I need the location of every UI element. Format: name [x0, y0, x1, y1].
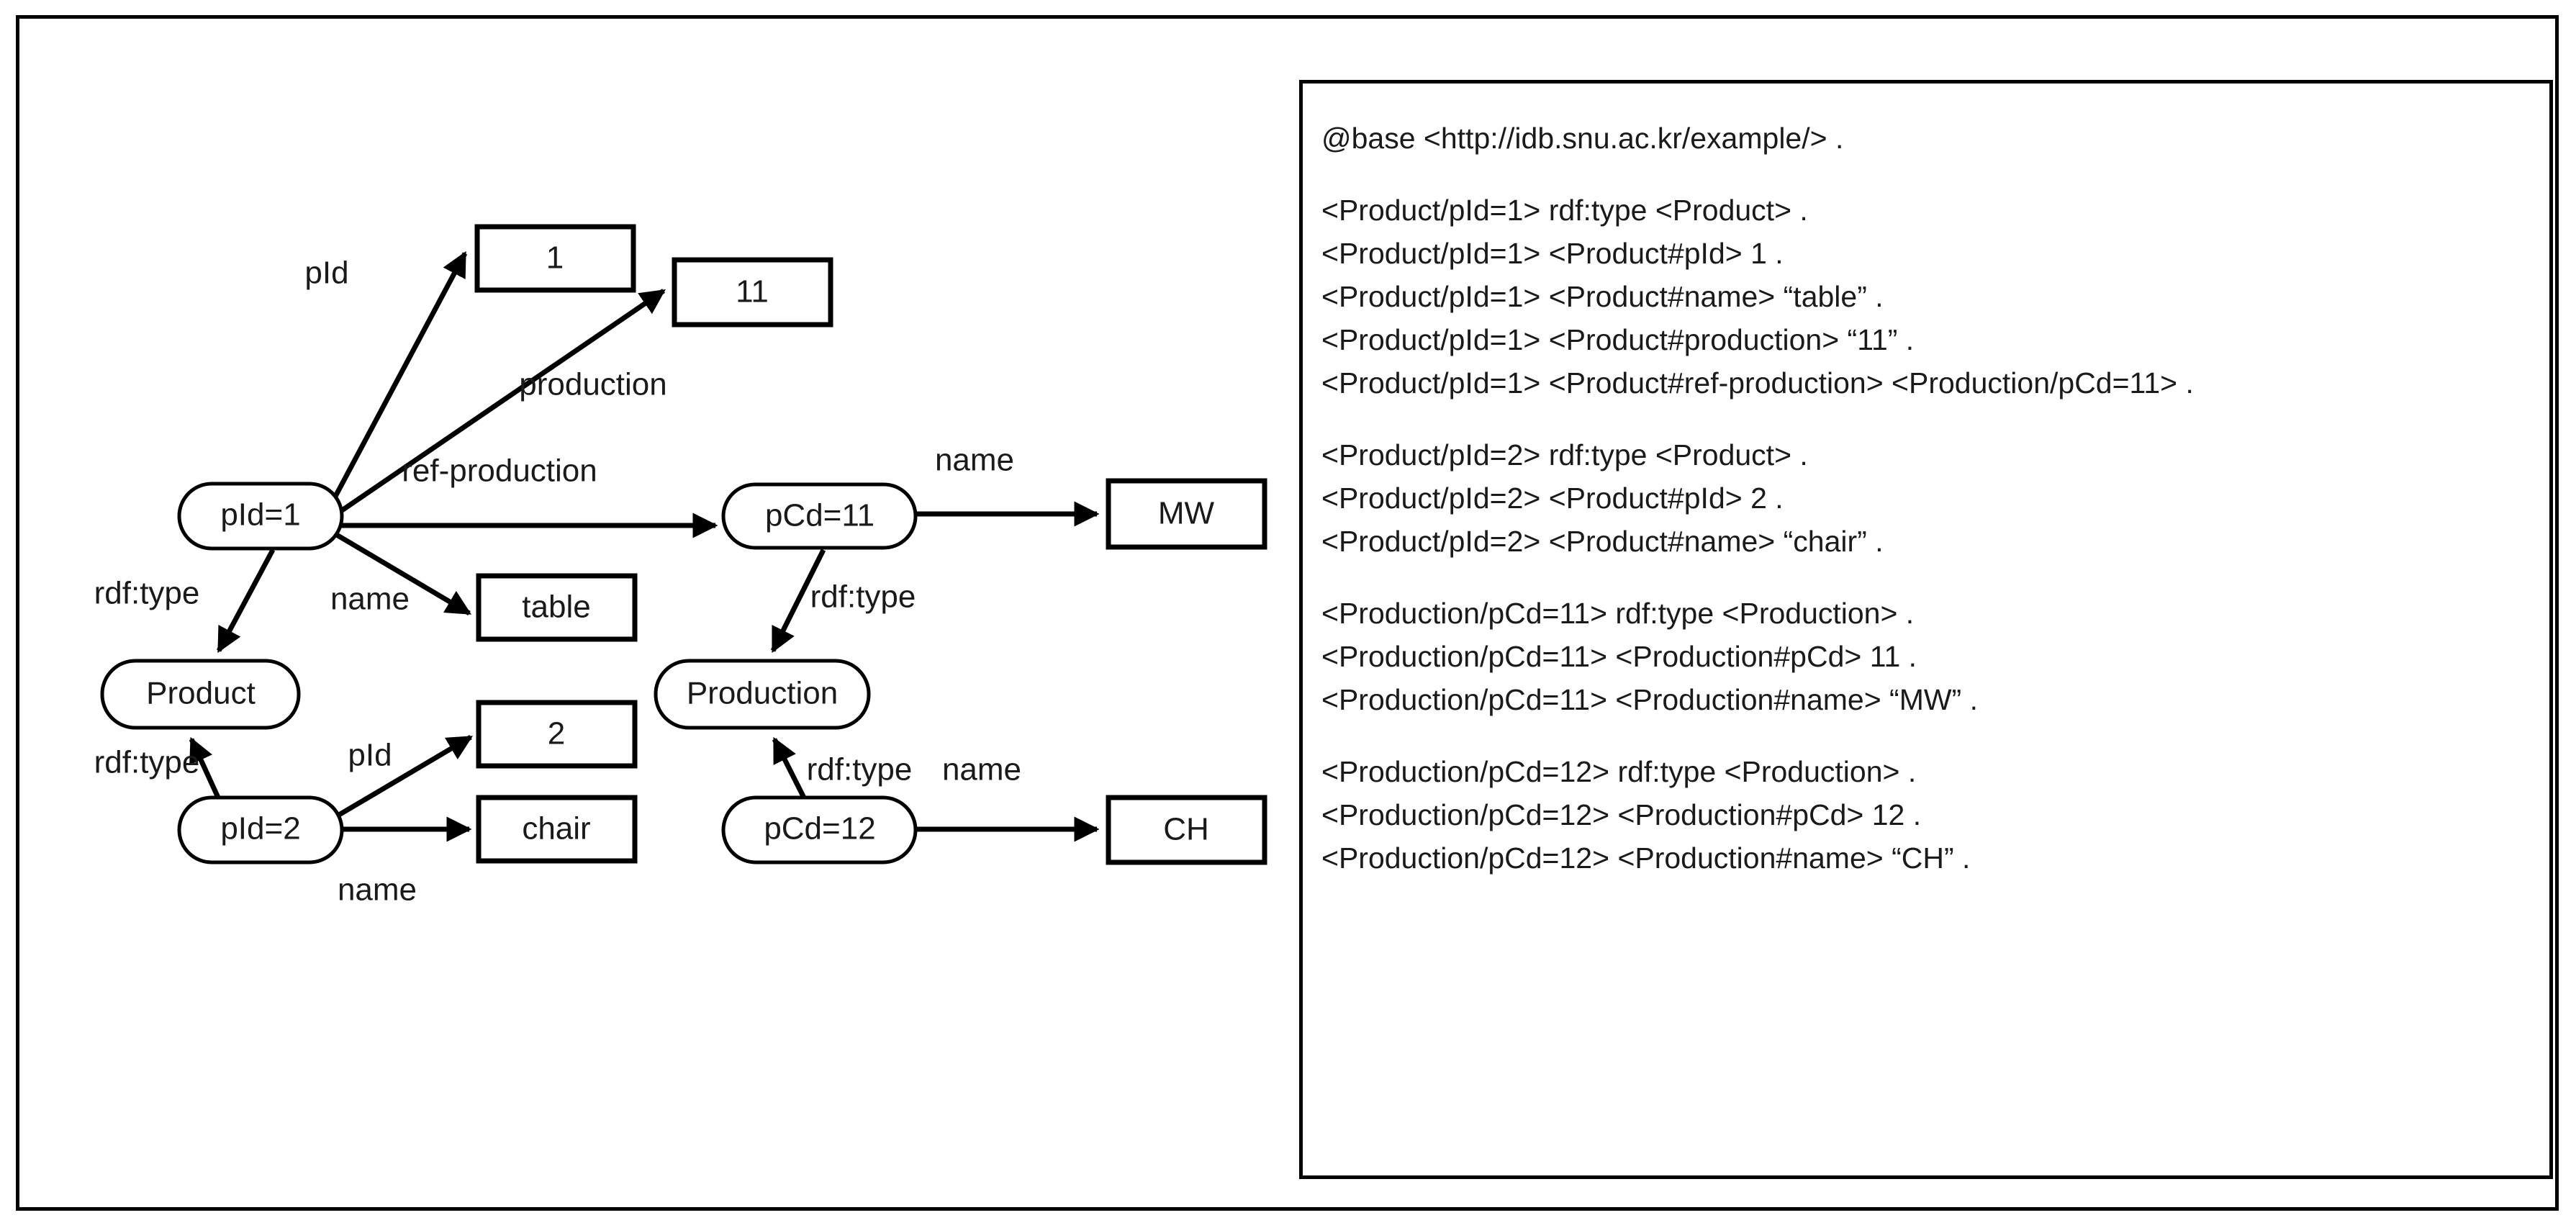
edge-label-pid-2: pId [348, 738, 392, 773]
node-label-literal-11: 11 [736, 274, 769, 310]
edge-label-pid: pId [304, 256, 348, 291]
node-label-literal-2: 2 [548, 716, 565, 751]
node-literal-table: table [476, 573, 638, 642]
triple-line-spacer [1321, 167, 2549, 196]
edge-label-rdftype-pcd11: rdf:type [810, 579, 916, 615]
edge-label-name-chair: name [338, 872, 417, 908]
node-literal-mw: MW [1106, 478, 1267, 550]
triple-line-spacer [1321, 412, 2549, 441]
edge-pid1-to-literal-table [334, 531, 472, 616]
rdf-graph-svg: pId production ref-production name rdf:t… [94, 224, 1267, 908]
edge-pid1-to-literal-11 [329, 289, 666, 520]
node-pcd11: pCd=11 [721, 482, 918, 550]
triple-line: <Production/pCd=12> <Production#name> “C… [1321, 841, 1971, 875]
triple-line: <Product/pId=2> <Product#pId> 2 . [1321, 482, 1784, 515]
turtle-triples-list: @base <http://idb.snu.ac.kr/example/> . <… [1321, 124, 2549, 887]
node-literal-11: 11 [672, 257, 833, 328]
node-label-pid1: pId=1 [220, 497, 300, 533]
triple-line: <Product/pId=1> <Product#pId> 1 . [1321, 237, 1784, 270]
node-label-literal-table: table [522, 590, 590, 625]
node-label-literal-ch: CH [1163, 812, 1209, 847]
edge-label-rdftype-pid1: rdf:type [94, 576, 200, 611]
edge-label-name-mw: name [935, 443, 1014, 478]
edge-label-ref-production: ref-production [402, 453, 597, 489]
triple-line: <Production/pCd=11> <Production#name> “M… [1321, 683, 1978, 716]
node-label-literal-1: 1 [546, 240, 564, 276]
triple-line: <Production/pCd=11> rdf:type <Production… [1321, 597, 1915, 630]
node-literal-2: 2 [476, 700, 638, 769]
node-literal-chair: chair [476, 795, 638, 864]
edge-pid1-to-literal-1 [324, 250, 468, 514]
edge-label-rdftype-pid2: rdf:type [94, 745, 200, 780]
node-pcd12: pCd=12 [721, 795, 918, 864]
node-production: Production [654, 659, 871, 730]
triple-line: <Production/pCd=11> <Production#pCd> 11 … [1321, 640, 1917, 673]
triple-line-spacer [1321, 728, 2549, 757]
node-label-literal-chair: chair [522, 811, 590, 846]
triple-line: <Product/pId=2> <Product#name> “chair” . [1321, 525, 1884, 558]
node-pid1: pId=1 [177, 482, 344, 551]
triple-line: <Product/pId=1> <Product#name> “table” . [1321, 280, 1884, 313]
triple-line: <Product/pId=1> <Product#ref-production>… [1321, 366, 2194, 399]
edge-label-production: production [519, 367, 666, 402]
node-label-product: Product [146, 676, 256, 711]
edge-label-rdftype-pcd12: rdf:type [807, 752, 913, 787]
node-label-pcd12: pCd=12 [764, 811, 875, 846]
edge-pid2-to-literal-2 [325, 734, 474, 825]
rdf-graph-panel: pId production ref-production name rdf:t… [39, 37, 1291, 1225]
node-label-pid2: pId=2 [220, 811, 300, 846]
edge-label-name-ch: name [942, 752, 1021, 787]
node-literal-ch: CH [1106, 795, 1267, 865]
node-label-pcd11: pCd=11 [765, 498, 875, 533]
triple-line: <Production/pCd=12> <Production#pCd> 12 … [1321, 798, 1922, 831]
node-product: Product [100, 659, 301, 730]
triple-line: <Product/pId=2> rdf:type <Product> . [1321, 438, 1808, 471]
edge-label-name-table: name [330, 582, 410, 617]
triple-line: <Product/pId=1> rdf:type <Product> . [1321, 194, 1808, 227]
node-pid2: pId=2 [177, 795, 344, 864]
triple-line: <Product/pId=1> <Product#production> “11… [1321, 323, 1915, 356]
turtle-triples-box: @base <http://idb.snu.ac.kr/example/> . <… [1299, 80, 2553, 1179]
edge-pid1-to-product [216, 548, 276, 654]
triple-line: <Production/pCd=12> rdf:type <Production… [1321, 755, 1917, 788]
node-label-literal-mw: MW [1158, 496, 1215, 531]
triple-line: @base <http://idb.snu.ac.kr/example/> . [1321, 122, 1844, 155]
edge-pcd11-to-production [770, 548, 826, 654]
node-literal-1: 1 [474, 224, 636, 293]
triple-line-spacer [1321, 570, 2549, 599]
node-label-production: Production [687, 676, 838, 711]
figure-outer-border: pId production ref-production name rdf:t… [16, 15, 2559, 1211]
